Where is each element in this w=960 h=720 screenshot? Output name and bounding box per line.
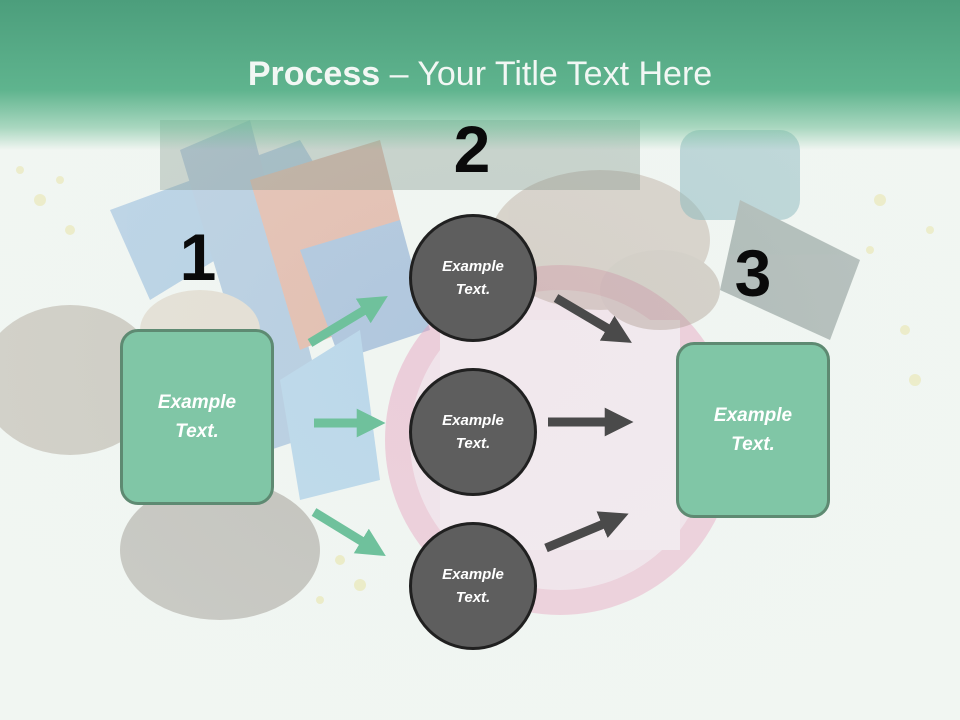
step-2-circle-middle: Example Text. [409, 368, 537, 496]
step-3-text: Example Text. [713, 405, 793, 455]
circle-middle-text: Example Text. [442, 412, 504, 452]
arrow-1-to-2-top [307, 296, 388, 347]
page-title: Process – Your Title Text Here [0, 52, 960, 96]
arrow-2-to-3-bottom [544, 511, 629, 553]
arrow-1-to-2-bottom [311, 508, 386, 557]
step-1-box: Example Text. [120, 329, 274, 505]
step-number-2: 2 [453, 112, 491, 186]
arrow-2-to-3-top [553, 294, 632, 343]
step-1-text: Example Text. [157, 392, 237, 442]
step-number-3: 3 [734, 236, 772, 310]
step-3-box: Example Text. [676, 342, 830, 518]
circle-bottom-text: Example Text. [442, 566, 504, 606]
circle-top-text: Example Text. [442, 258, 504, 298]
step-2-circle-bottom: Example Text. [409, 522, 537, 650]
step-2-circle-top: Example Text. [409, 214, 537, 342]
title-rest: – Your Title Text Here [380, 55, 713, 93]
step-number-1: 1 [179, 220, 217, 294]
title-bold: Process [247, 55, 381, 93]
title-band [0, 0, 960, 150]
